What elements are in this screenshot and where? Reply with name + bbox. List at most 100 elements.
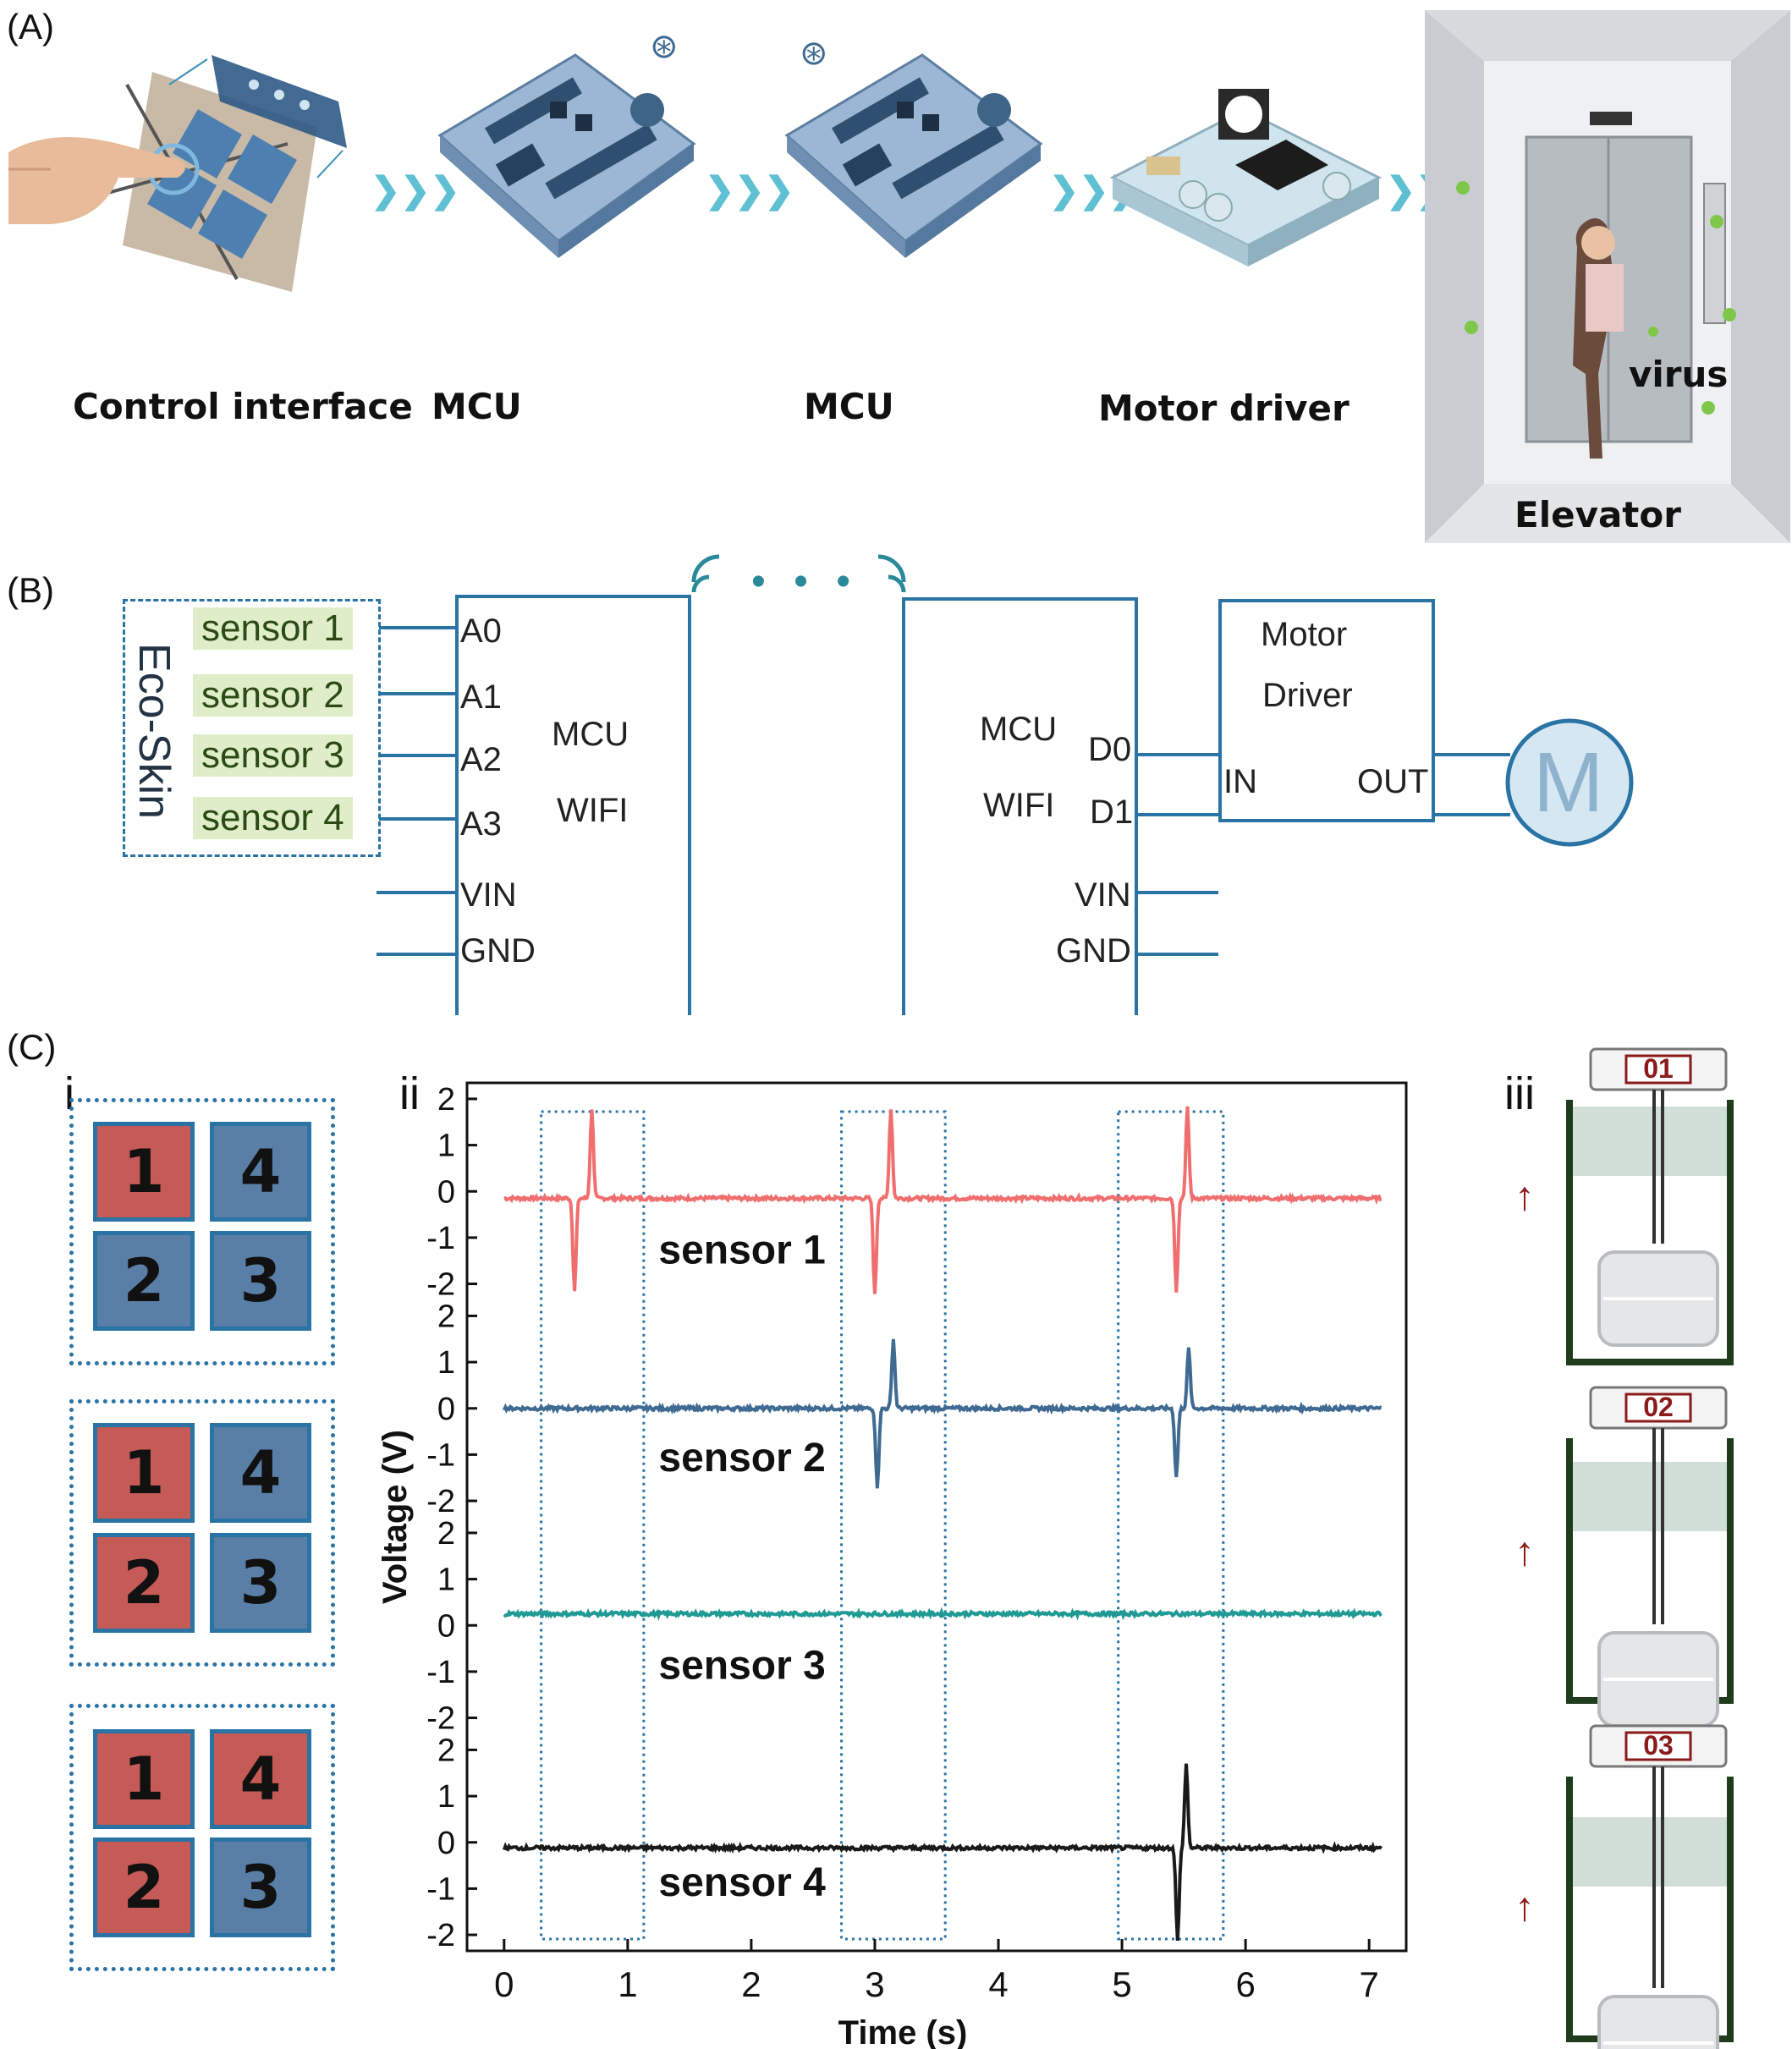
- y-tick-label: 0: [437, 1174, 455, 1210]
- sensor-tag-1: sensor 1: [193, 607, 353, 650]
- panel-a-label: (A): [7, 7, 54, 47]
- y-tick-label: 0: [437, 1608, 455, 1644]
- floor-number: 01: [1643, 1053, 1674, 1084]
- floor-number: 03: [1643, 1730, 1674, 1761]
- elevator-stage-3: 03 ↑: [1514, 1724, 1734, 2049]
- mcu-right-title: MCU: [980, 711, 1058, 748]
- series-label-1: sensor 1: [658, 1228, 825, 1272]
- y-tick-label: 2: [437, 1082, 455, 1118]
- panel-b-label: (B): [7, 570, 54, 610]
- floor-number-box: [1624, 1731, 1692, 1761]
- elevator-stages: 01 ↑ 02 ↑ 03 ↑: [1514, 1047, 1734, 2049]
- series-label-4: sensor 4: [658, 1860, 826, 1905]
- motor-label: M: [1533, 735, 1604, 830]
- pin-a1: A1: [460, 678, 502, 716]
- y-tick-label: -2: [426, 1701, 455, 1737]
- caption-elevator: Elevator: [1514, 494, 1681, 536]
- pin-gnd-right: GND: [1056, 932, 1131, 970]
- x-tick-label: 5: [1112, 1964, 1131, 2004]
- grid1-tile-2: 2: [93, 1231, 195, 1331]
- pin-a0: A0: [460, 613, 502, 650]
- x-tick-label: 4: [988, 1964, 1008, 2004]
- bluetooth-icon: ⊛: [650, 28, 679, 65]
- caption-motor-driver: Motor driver: [1098, 387, 1349, 429]
- motor-driver-in: IN: [1223, 763, 1257, 800]
- bluetooth-icon: ⊛: [800, 35, 828, 72]
- series-line-1: [503, 1106, 1382, 1294]
- y-tick-label: -1: [426, 1437, 455, 1473]
- y-tick-label: -2: [426, 1918, 455, 1953]
- floor-number-box: [1624, 1054, 1692, 1085]
- series-line-4: [502, 1763, 1383, 1941]
- y-tick-label: 0: [437, 1392, 455, 1427]
- y-tick-label: 1: [437, 1129, 455, 1164]
- up-arrow-icon: ↑: [1514, 1174, 1535, 1219]
- floor-number-box: [1624, 1393, 1692, 1423]
- wifi-dots: • • •: [751, 559, 860, 604]
- motor-driver-line1: Motor: [1261, 616, 1348, 653]
- elevator-shaft: [1566, 1100, 1734, 1365]
- mcu-left-title: MCU: [552, 716, 629, 753]
- grid3-tile-1: 1: [93, 1729, 195, 1829]
- plot-frame: [465, 1081, 1408, 1953]
- counterweight-mesh: [1573, 1107, 1727, 1176]
- caption-mcu-1: MCU: [432, 386, 522, 427]
- y-tick-label: 2: [437, 1516, 455, 1552]
- sub-label-ii: ii: [399, 1068, 420, 1119]
- y-tick-label: 1: [437, 1345, 455, 1381]
- floor-number: 02: [1643, 1392, 1674, 1422]
- caption-virus: virus: [1629, 354, 1729, 395]
- sensor-tag-3: sensor 3: [193, 734, 353, 777]
- y-tick-label: -1: [426, 1655, 455, 1690]
- sensor-tag-4: sensor 4: [193, 797, 353, 839]
- grid1-tile-4: 4: [210, 1122, 311, 1222]
- motor-driver-out: OUT: [1357, 763, 1429, 800]
- y-tick-label: -1: [426, 1871, 455, 1907]
- y-tick-label: -2: [426, 1267, 455, 1303]
- highlight-window-3: [1117, 1110, 1225, 1941]
- up-arrow-icon: ↑: [1514, 1530, 1535, 1574]
- pin-a2: A2: [460, 741, 502, 778]
- x-tick-label: 7: [1360, 1964, 1379, 2004]
- elevator-cab: [1597, 1995, 1719, 2049]
- y-tick-label: -2: [426, 1484, 455, 1519]
- grid2-tile-1: 1: [93, 1423, 195, 1523]
- pin-a3: A3: [460, 805, 502, 843]
- mcu-left-subtitle: WIFI: [557, 792, 629, 829]
- panel-c-label: (C): [7, 1027, 57, 1067]
- counterweight-mesh: [1573, 1462, 1727, 1531]
- series-label-2: sensor 2: [658, 1436, 825, 1480]
- x-tick-label: 6: [1235, 1964, 1255, 2004]
- y-axis-title: Voltage (V): [377, 1430, 414, 1604]
- pin-vin-left: VIN: [460, 876, 517, 914]
- x-tick-label: 2: [741, 1964, 761, 2004]
- counterweight-mesh: [1573, 1817, 1727, 1887]
- grid1-tile-3: 3: [210, 1231, 311, 1331]
- pin-d0: D0: [1088, 731, 1132, 768]
- elevator-illustration: [1425, 10, 1790, 543]
- y-tick-label: 2: [437, 1299, 455, 1334]
- grid3-tile-4: 4: [210, 1729, 311, 1829]
- elevator-stage-2: 02 ↑: [1514, 1386, 1734, 1728]
- grid2-tile-4: 4: [210, 1423, 311, 1523]
- grid1-tile-1: 1: [93, 1122, 195, 1222]
- highlight-window-2: [840, 1110, 947, 1941]
- y-tick-label: -1: [426, 1221, 455, 1256]
- grid2-tile-3: 3: [210, 1533, 311, 1633]
- sensor-tag-2: sensor 2: [193, 674, 353, 717]
- up-arrow-icon: ↑: [1514, 1885, 1535, 1930]
- x-tick-label: 1: [618, 1964, 637, 2004]
- x-tick-label: 3: [865, 1964, 884, 2004]
- pin-d1: D1: [1090, 794, 1134, 831]
- series-label-3: sensor 3: [658, 1643, 825, 1688]
- mcu-right-subtitle: WIFI: [983, 787, 1055, 824]
- series-line-2: [502, 1338, 1382, 1489]
- grid3-tile-2: 2: [93, 1838, 195, 1937]
- pin-vin-right: VIN: [1075, 876, 1131, 914]
- pin-gnd-left: GND: [460, 932, 536, 970]
- grid3-tile-3: 3: [210, 1838, 311, 1937]
- circuit-wires: [377, 554, 1634, 1015]
- caption-control-interface: Control interface: [73, 386, 413, 427]
- mcu-board-illustration: [784, 53, 1043, 258]
- grid2-tile-2: 2: [93, 1533, 195, 1633]
